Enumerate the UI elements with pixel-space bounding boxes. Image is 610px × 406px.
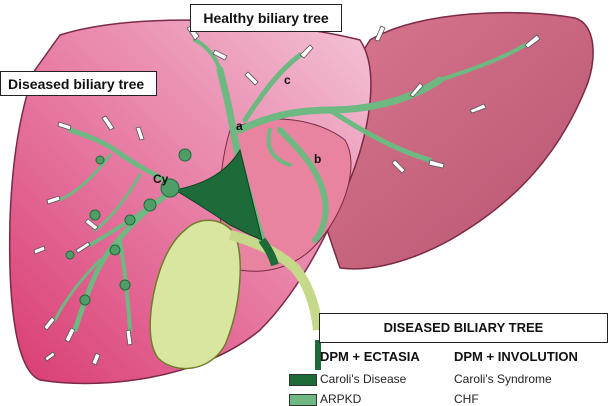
legend-col2-header: DPM + INVOLUTION <box>454 349 578 364</box>
marker-c: c <box>284 73 291 87</box>
legend-col1-header: DPM + ECTASIA <box>320 349 420 364</box>
common-bile-duct-trunk <box>258 237 279 267</box>
common-bile-duct-dark <box>173 148 263 241</box>
marker-b: b <box>314 152 321 166</box>
legend-title: DISEASED BILIARY TREE <box>319 313 608 343</box>
legend-arpkd: ARPKD <box>320 392 362 406</box>
marker-cy: Cy <box>153 172 169 186</box>
legend-swatch-light <box>289 394 317 406</box>
cystic-duct <box>228 230 323 331</box>
left-liver-lobe <box>8 19 372 385</box>
healthy-biliary-tree-label: Healthy biliary tree <box>190 4 342 32</box>
right-liver-lobe <box>299 11 594 270</box>
legend-swatch-dark <box>289 374 317 386</box>
duct-cysts <box>65 148 192 306</box>
diseased-biliary-tree-label: Diseased biliary tree <box>0 71 157 96</box>
diseased-duct-endings <box>33 115 145 366</box>
legend-caroli-disease: Caroli's Disease <box>320 372 407 386</box>
legend-chf: CHF <box>454 392 479 406</box>
healthy-duct-endings <box>186 25 541 174</box>
marker-a: a <box>236 119 243 133</box>
legend-caroli-syndrome: Caroli's Syndrome <box>454 372 552 386</box>
